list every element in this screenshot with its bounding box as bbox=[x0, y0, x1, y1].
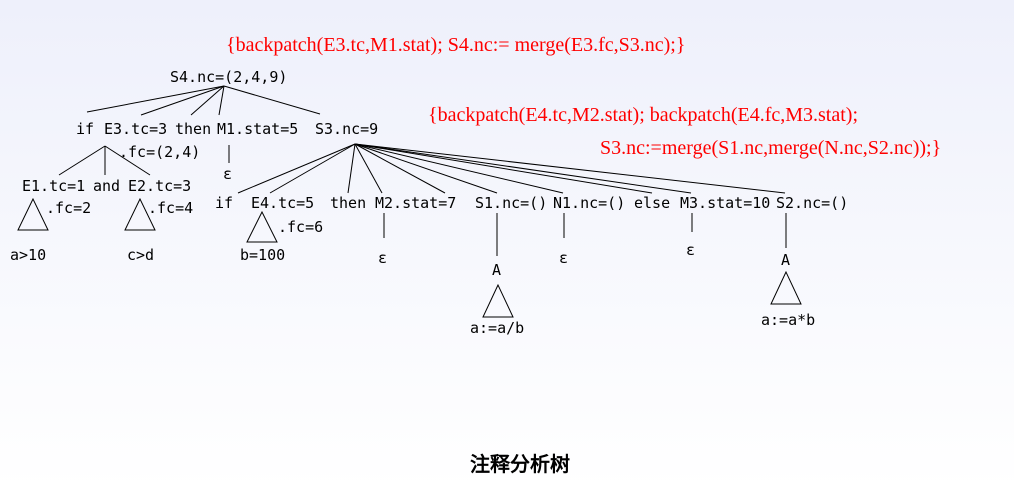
node-e4-expr: b=100 bbox=[240, 246, 285, 264]
node-s3-then: then bbox=[330, 194, 366, 212]
node-else: else bbox=[634, 194, 670, 212]
edge-e3-e2 bbox=[104, 145, 151, 176]
node-s2-a: A bbox=[781, 251, 790, 269]
node-s1: S1.nc=() bbox=[475, 194, 547, 212]
edge-root-if bbox=[86, 85, 225, 113]
node-e2-expr: c>d bbox=[127, 246, 154, 264]
node-e4-fc: .fc=6 bbox=[278, 218, 323, 236]
node-m3: M3.stat=10 bbox=[680, 194, 770, 212]
node-and: and bbox=[93, 177, 120, 195]
node-m2: M2.stat=7 bbox=[375, 194, 456, 212]
edge-root-e3 bbox=[140, 85, 225, 116]
s3-edges bbox=[237, 143, 786, 194]
node-s1-a: A bbox=[492, 261, 501, 279]
s2-subtree-triangle bbox=[770, 270, 802, 305]
node-s3-if: if bbox=[215, 194, 233, 212]
e3-edges bbox=[58, 145, 151, 176]
e2-subtree-triangle bbox=[124, 197, 156, 231]
root-edges bbox=[86, 85, 321, 116]
node-m2-epsilon: ε bbox=[378, 249, 387, 267]
edge-s3-m2 bbox=[354, 143, 383, 194]
node-m3-epsilon: ε bbox=[686, 241, 695, 259]
diagram-caption: 注释分析树 bbox=[470, 452, 570, 476]
s3-child-edges bbox=[383, 213, 787, 256]
node-e3-fc: .fc=(2,4) bbox=[119, 143, 200, 161]
node-e1-fc: .fc=2 bbox=[46, 199, 91, 217]
s3-semantic-action-line1: {backpatch(E4.tc,M2.stat); backpatch(E4.… bbox=[428, 104, 858, 126]
edge-s3-s1b bbox=[354, 143, 498, 194]
edge-s3-else bbox=[354, 143, 653, 194]
edge-s3-s2 bbox=[354, 143, 786, 194]
node-if: if bbox=[76, 120, 94, 138]
node-e2-fc: .fc=4 bbox=[148, 199, 193, 217]
edge-s3-e4 bbox=[269, 143, 356, 194]
subtree-triangles bbox=[17, 197, 802, 318]
e1-subtree-triangle bbox=[17, 197, 49, 231]
edge-s3-n bbox=[354, 143, 564, 194]
s3-semantic-action-line2: S3.nc:=merge(S1.nc,merge(N.nc,S2.nc));} bbox=[600, 137, 941, 159]
node-then: then bbox=[175, 120, 211, 138]
node-m1-epsilon: ε bbox=[223, 165, 232, 183]
node-e3: E3.tc=3 bbox=[104, 120, 167, 138]
node-n: N1.nc=() bbox=[553, 194, 625, 212]
edge-s3-then bbox=[347, 143, 356, 194]
root-semantic-action: {backpatch(E3.tc,M1.stat); S4.nc:= merge… bbox=[226, 34, 685, 56]
node-n-epsilon: ε bbox=[559, 249, 568, 267]
edge-s3-m3 bbox=[354, 143, 692, 194]
edge-s3-s1 bbox=[354, 143, 446, 194]
node-s3: S3.nc=9 bbox=[315, 120, 378, 138]
edge-e3-e1 bbox=[58, 145, 106, 176]
s1-subtree-triangle bbox=[482, 283, 514, 318]
node-e2: E2.tc=3 bbox=[128, 177, 191, 195]
edge-root-then bbox=[190, 85, 225, 116]
edge-s3-if bbox=[237, 143, 356, 194]
e4-subtree-triangle bbox=[246, 210, 278, 243]
node-e1-expr: a>10 bbox=[10, 246, 46, 264]
node-s1-expr: a:=a/b bbox=[470, 319, 524, 337]
node-e1: E1.tc=1 bbox=[22, 177, 85, 195]
node-e4: E4.tc=5 bbox=[251, 194, 314, 212]
node-m1: M1.stat=5 bbox=[217, 120, 298, 138]
edge-root-m1 bbox=[218, 85, 225, 116]
edge-root-s3 bbox=[223, 85, 321, 115]
node-s2-expr: a:=a*b bbox=[761, 311, 815, 329]
node-s4-root: S4.nc=(2,4,9) bbox=[170, 68, 287, 86]
node-s2: S2.nc=() bbox=[776, 194, 848, 212]
